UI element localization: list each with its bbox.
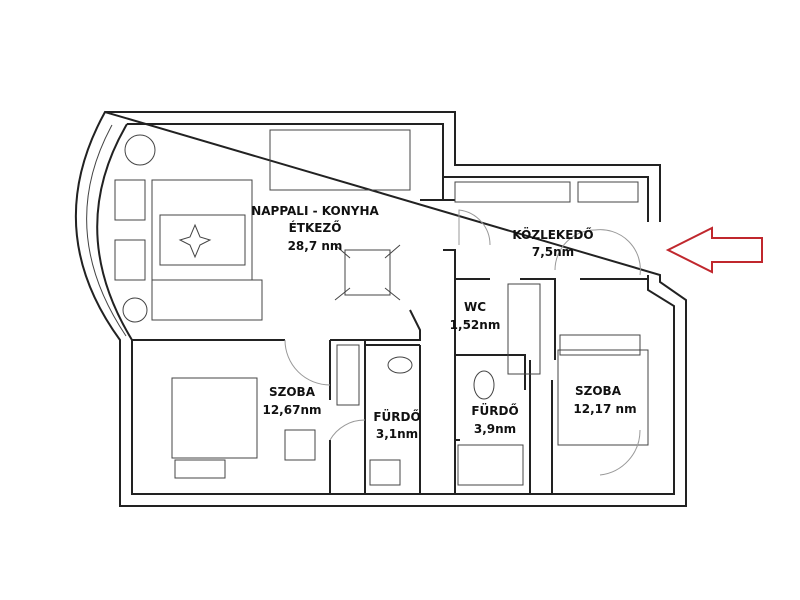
room-name: SZOBA [575,384,622,398]
room-name: SZOBA [269,385,316,399]
room-area: 7,5nm [532,245,574,259]
room-nappali: NAPPALI - KONYHA ÉTKEZŐ 28,7 nm [251,204,379,253]
interior-walls [132,177,648,494]
room-area: 12,67nm [262,403,321,417]
room-area: 1,52nm [450,318,501,332]
room-furdo-right: FÜRDŐ 3,9nm [471,403,518,436]
room-area: 3,1nm [376,427,418,441]
furniture [114,129,649,486]
room-area: 28,7 nm [288,239,343,253]
room-name: NAPPALI - KONYHA [251,204,379,218]
room-area: 3,9nm [474,422,516,436]
room-name-2: ÉTKEZŐ [289,220,342,235]
room-szoba-right: SZOBA 12,17 nm [573,384,636,416]
room-area: 12,17 nm [573,402,636,416]
room-furdo-left: FÜRDŐ 3,1nm [373,409,420,441]
door-swings [284,209,641,476]
entrance-arrow-icon [665,226,763,274]
room-kozlekedo: KÖZLEKEDŐ 7,5nm [512,227,593,259]
room-szoba-left: SZOBA 12,67nm [262,385,321,417]
room-wc: WC 1,52nm [450,300,501,332]
room-name: KÖZLEKEDŐ [512,227,593,242]
room-name: FÜRDŐ [471,403,518,418]
room-name: FÜRDŐ [373,409,420,424]
outer-walls [74,110,687,507]
room-name: WC [464,300,486,314]
